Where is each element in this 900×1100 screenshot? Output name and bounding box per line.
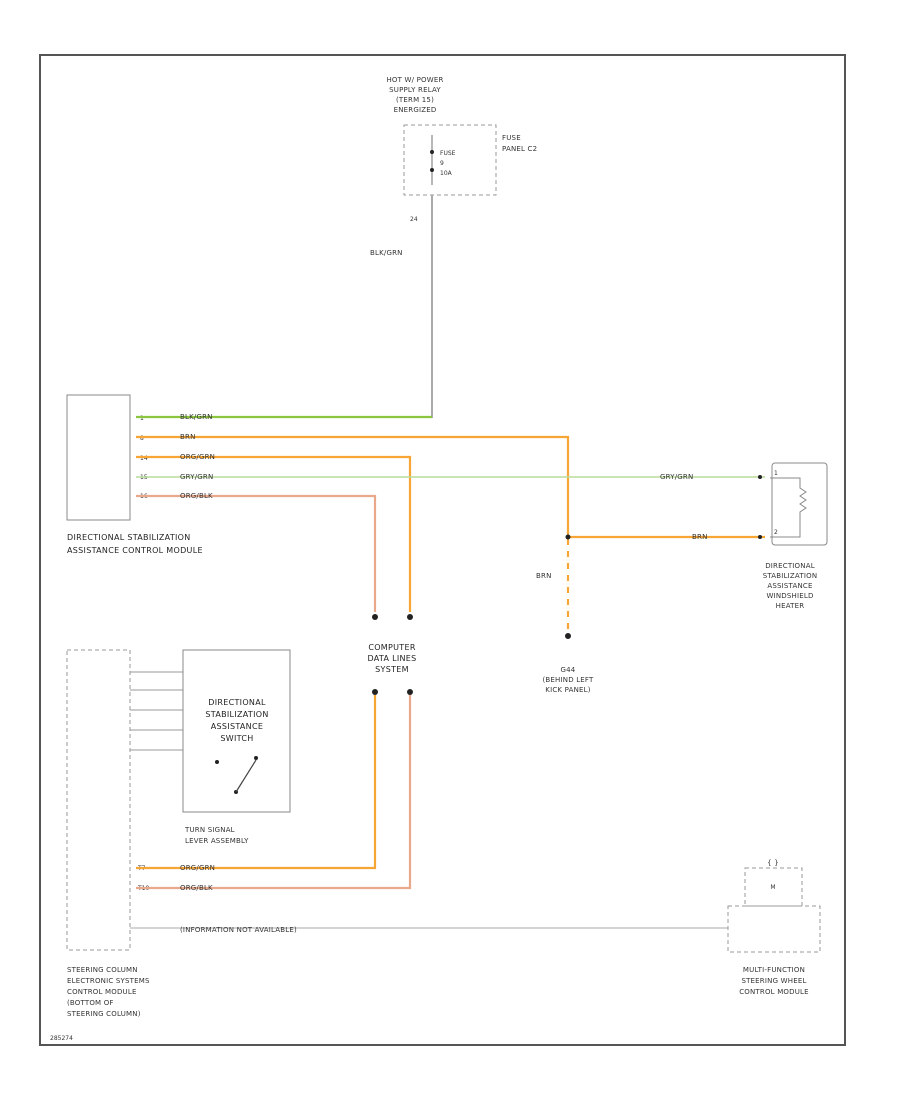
wire-steering-org-grn-label: ORG/GRN [180,864,215,872]
ground-label-1: G44 [561,666,576,674]
wire-org-grn-label: ORG/GRN [180,453,215,461]
wire-org-blk-label: ORG/BLK [180,492,213,500]
heater-pin-1: 1 [774,470,778,477]
switch-label-1: DIRECTIONAL [208,698,266,707]
info-not-available-label: (INFORMATION NOT AVAILABLE) [180,926,297,934]
steering-label-2: ELECTRONIC SYSTEMS [67,977,150,985]
steering-module-box [66,649,131,951]
heater-label-4: WINDSHIELD [766,592,813,600]
fuse-contact-top [430,150,434,154]
cdl-top-right-terminal [407,614,413,620]
steering-label-5: STEERING COLUMN) [67,1010,141,1018]
computer-data-lines: COMPUTER DATA LINES SYSTEM [367,614,416,695]
fuse-panel-label-1: FUSE [502,134,521,142]
relay-title-line-3: (TERM 15) [396,96,434,104]
heater-label-1: DIRECTIONAL [765,562,815,570]
cdl-label-1: COMPUTER [368,643,416,652]
windshield-heater: 1 2 DIRECTIONAL STABILIZATION ASSISTANCE… [763,462,828,610]
wire-brn-label: BRN [180,433,196,441]
relay-title-line-1: HOT W/ POWER [386,76,443,84]
wire-brn [136,435,570,630]
heater-label-5: HEATER [776,602,805,610]
steering-column-module: T7 T10 STEERING COLUMN ELECTRONIC SYSTEM… [66,649,183,1018]
wire-org-grn [136,455,412,612]
heater-pin-2: 2 [774,529,778,536]
control-module-label-2: ASSISTANCE CONTROL MODULE [67,546,203,555]
heater-terminal-2 [758,535,762,539]
switch-contact-a [215,760,219,764]
wire-steering-org-blk [136,695,412,890]
fuse-panel-box [403,124,497,196]
module-pin-1: 1 [140,415,144,422]
wire-blk-grn-label: BLK/GRN [180,413,213,421]
relay-title-line-4: ENERGIZED [394,106,437,114]
heater-element [770,477,807,538]
ground-drop-label: BRN [536,572,552,580]
turn-signal-label-1: TURN SIGNAL [184,826,235,834]
heater-bottom-wire-label: BRN [692,533,708,541]
heater-label-3: ASSISTANCE [767,582,812,590]
heater-label-2: STABILIZATION [763,572,818,580]
mf-bracket-icon: { } [767,859,779,867]
fuse-contact-bottom [430,168,434,172]
control-module-label-1: DIRECTIONAL STABILIZATION [67,533,191,542]
feed-wire-label: BLK/GRN [370,249,403,257]
cdl-label-2: DATA LINES [367,654,416,663]
mf-label-2: STEERING WHEEL [741,977,806,985]
multifunction-steering-wheel-module: { } M MULTI-FUNCTION STEERING WHEEL CONT… [727,859,821,996]
module-pin-14: 14 [140,455,148,462]
splice-point [565,534,571,540]
cdl-top-left-terminal [372,614,378,620]
turn-signal-box [182,649,291,813]
switch-label-2: STABILIZATION [205,710,268,719]
switch-label-4: SWITCH [220,734,253,743]
wire-steering-org-blk-label: ORG/BLK [180,884,213,892]
ground-point [565,633,571,639]
turn-signal-label-2: LEVER ASSEMBLY [185,837,249,845]
figure-id: 285274 [50,1035,73,1042]
diagram-frame [39,54,846,1046]
wire-steering-org-grn [136,695,377,870]
ground-label-3: KICK PANEL) [545,686,590,694]
steering-label-3: CONTROL MODULE [67,988,137,996]
switch-label-3: ASSISTANCE [211,722,263,731]
fuse-9: FUSE 9 10A FUSE PANEL C2 24 [403,124,537,223]
control-module: DIRECTIONAL STABILIZATION ASSISTANCE CON… [66,394,203,555]
wire-org-blk [136,494,377,612]
power-supply-relay: HOT W/ POWER SUPPLY RELAY (TERM 15) ENER… [386,76,443,114]
switch-contact-b [254,756,258,760]
mf-sub-box [744,867,803,907]
mf-label-1: MULTI-FUNCTION [743,966,805,974]
fuse-pin-label: 24 [410,216,418,223]
feed-wire [136,195,433,418]
mf-module-box [727,905,821,953]
fuse-label-1: FUSE [440,150,456,157]
cdl-bottom-right-terminal [407,689,413,695]
heater-top-wire-label: GRY/GRN [660,473,693,481]
fuse-label-3: 10A [440,170,453,177]
heater-terminal-1 [758,475,762,479]
fuse-label-2: 9 [440,160,444,167]
turn-signal-lever-assembly: DIRECTIONAL STABILIZATION ASSISTANCE SWI… [182,649,291,845]
steering-label-1: STEERING COLUMN [67,966,138,974]
wire-gry-grn-label: GRY/GRN [180,473,213,481]
ground-g44: G44 (BEHIND LEFT KICK PANEL) [542,666,594,694]
fuse-panel-label-2: PANEL C2 [502,145,537,153]
steering-label-4: (BOTTOM OF [67,999,114,1007]
relay-title-line-2: SUPPLY RELAY [389,86,441,94]
mf-label-3: CONTROL MODULE [739,988,809,996]
mf-marker: M [770,884,775,891]
cdl-label-3: SYSTEM [375,665,409,674]
control-module-box [66,394,131,521]
ground-label-2: (BEHIND LEFT [542,676,594,684]
switch-blade [235,759,257,793]
module-pin-8: 8 [140,435,144,442]
cdl-bottom-left-terminal [372,689,378,695]
